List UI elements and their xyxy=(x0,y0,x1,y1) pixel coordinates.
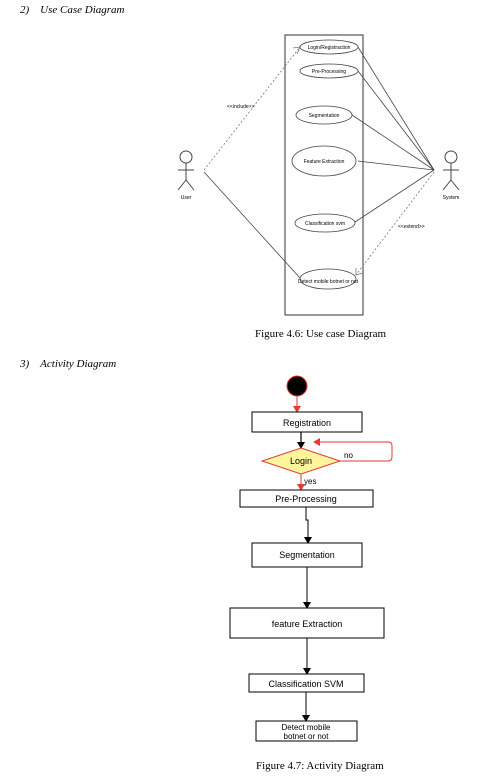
yes-label: yes xyxy=(304,477,316,486)
registration-node xyxy=(251,411,363,433)
user-actor-label: User xyxy=(181,195,192,201)
activity-caption: Figure 4.7: Activity Diagram xyxy=(256,760,384,772)
use-case-detect xyxy=(299,268,357,290)
no-loop-arrow xyxy=(313,438,393,462)
detect-label-line1: Detect mobile xyxy=(282,723,331,732)
use-case-classification-label: Classification svm xyxy=(305,221,345,227)
feature-extraction-node xyxy=(229,607,385,639)
start-node xyxy=(286,375,308,397)
system-actor xyxy=(442,150,460,191)
no-label: no xyxy=(344,451,353,460)
use-case-caption: Figure 4.6: Use case Diagram xyxy=(255,328,387,340)
system-boundary xyxy=(284,34,364,316)
activity-heading: 3) Activity Diagram xyxy=(20,358,117,370)
use-case-feature-extraction xyxy=(291,145,357,177)
use-case-diagram: User System <<include>> <<extend>> Login… xyxy=(177,34,460,316)
segmentation-label: Segmentation xyxy=(279,550,335,560)
extend-association xyxy=(355,171,435,276)
segmentation-node xyxy=(251,542,363,568)
registration-label: Registration xyxy=(283,418,331,428)
user-actor xyxy=(177,150,195,191)
system-actor-label: System xyxy=(443,195,460,201)
activity-diagram: Registration Login no yes Pre-Processing… xyxy=(229,375,393,742)
preprocessing-label: Pre-Processing xyxy=(275,494,337,504)
user-detect-association xyxy=(203,171,301,279)
detect-node xyxy=(255,720,358,742)
login-label: Login xyxy=(290,456,312,466)
use-case-feature-extraction-label: Feature Extraction xyxy=(304,159,345,165)
extend-label: <<extend>> xyxy=(398,224,425,230)
use-case-segmentation-label: Segmentation xyxy=(309,113,340,119)
use-case-heading: 2) Use Case Diagram xyxy=(20,4,125,16)
feature-extraction-label: feature Extraction xyxy=(272,619,343,629)
use-case-classification xyxy=(294,213,356,233)
use-case-segmentation xyxy=(295,105,353,125)
use-case-preprocessing xyxy=(299,63,359,79)
use-case-login xyxy=(299,39,359,55)
use-case-login-label: Login/Registraction xyxy=(308,45,351,51)
include-label: <<include>> xyxy=(227,104,255,110)
classification-label: Classification SVM xyxy=(268,679,343,689)
system-associations xyxy=(351,46,435,223)
use-case-detect-label: Detect mobile botnet or not xyxy=(298,279,359,285)
detect-label-line2: botnet or not xyxy=(284,732,330,741)
preprocessing-arrow xyxy=(304,507,312,544)
use-case-preprocessing-label: Pre-Processing xyxy=(312,69,346,75)
